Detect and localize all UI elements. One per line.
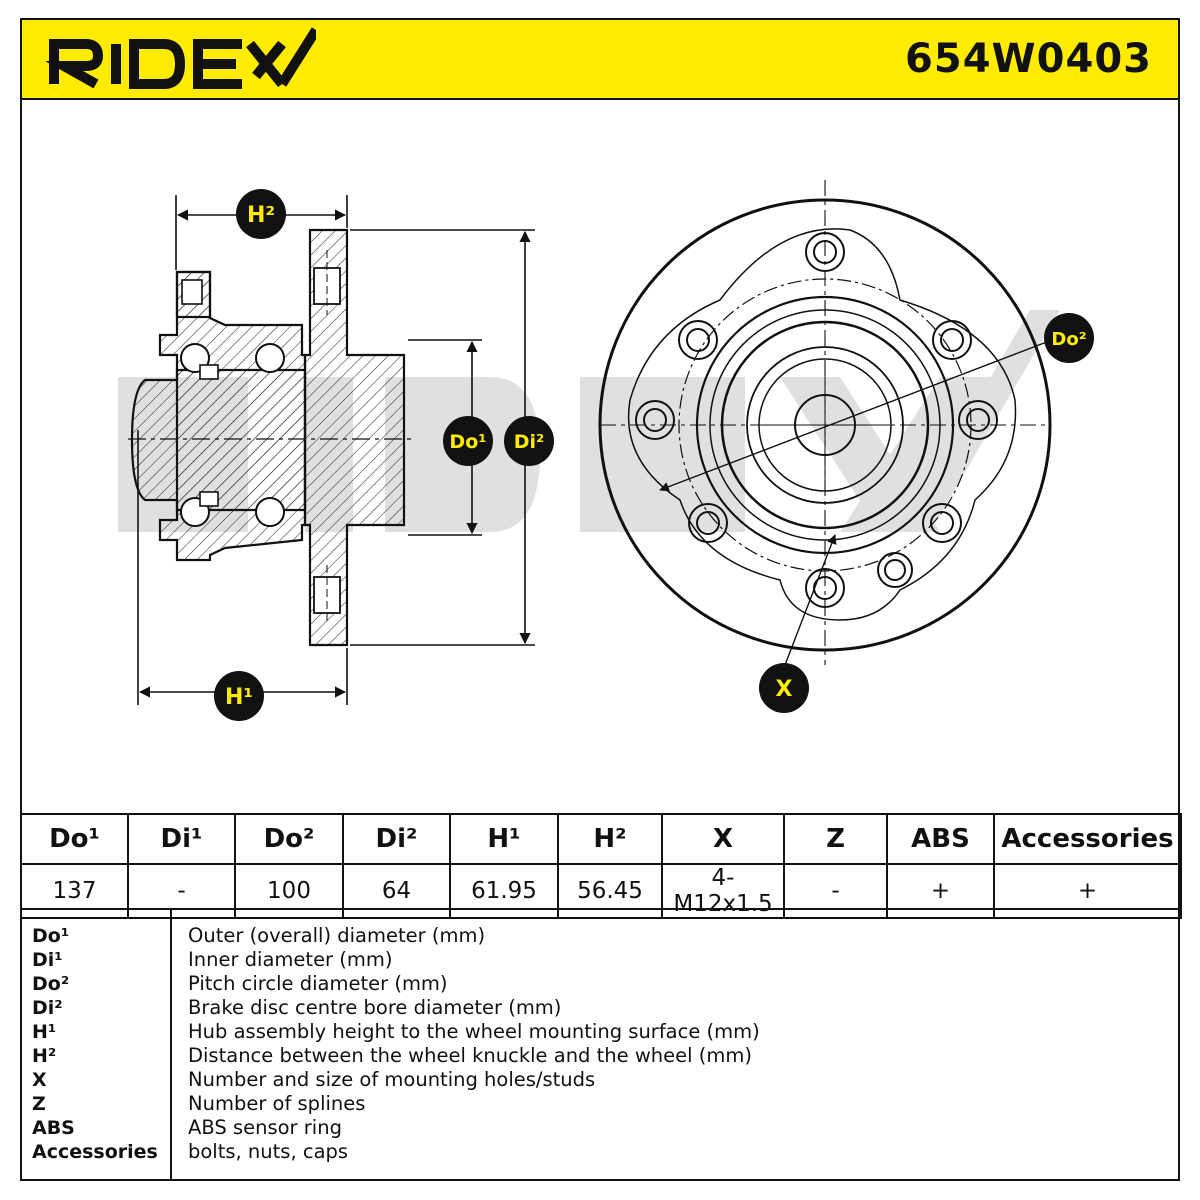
header-x: X (661, 813, 785, 865)
legend-key: H¹ (32, 1021, 57, 1043)
header-di1: Di¹ (127, 813, 236, 865)
face-view (598, 180, 1053, 666)
svg-text:X: X (776, 677, 793, 702)
legend-key: Di² (32, 997, 63, 1019)
legend-divider (170, 910, 172, 1179)
svg-text:Di²: Di² (514, 431, 545, 453)
legend-desc: Number and size of mounting holes/studs (188, 1068, 596, 1091)
legend-key: Do² (32, 973, 70, 995)
legend-desc: bolts, nuts, caps (188, 1140, 349, 1163)
legend-desc: ABS sensor ring (188, 1116, 342, 1139)
legend-key: ABS (32, 1117, 75, 1139)
header-h2: H² (557, 813, 663, 865)
header-z: Z (783, 813, 888, 865)
legend-desc: Outer (overall) diameter (mm) (188, 924, 486, 947)
legend-keys: Do¹ Di¹ Do² Di² H¹ H² X Z ABS Accessorie… (32, 924, 158, 1164)
header-abs: ABS (886, 813, 995, 865)
legend-desc: Hub assembly height to the wheel mountin… (188, 1020, 760, 1043)
ridex-logo (46, 27, 316, 89)
legend-key: H² (32, 1045, 57, 1067)
legend-key: Accessories (32, 1141, 158, 1163)
spec-header-row: Do¹ Di¹ Do² Di² H¹ H² X Z ABS Accessorie… (20, 813, 1182, 865)
legend-desc: Inner diameter (mm) (188, 948, 393, 971)
callout-do1: Do¹ (443, 416, 493, 466)
callout-h2: H² (236, 189, 286, 239)
svg-text:H¹: H¹ (225, 685, 253, 710)
header-accessories: Accessories (993, 813, 1182, 865)
svg-text:Do¹: Do¹ (449, 431, 486, 453)
header-banner: 654W0403 (20, 18, 1180, 100)
legend-key: Do¹ (32, 925, 70, 947)
header-di2: Di² (342, 813, 451, 865)
svg-text:H²: H² (247, 203, 275, 228)
legend-box: Do¹ Di¹ Do² Di² H¹ H² X Z ABS Accessorie… (20, 908, 1180, 1181)
svg-text:Do²: Do² (1051, 329, 1086, 350)
header-do2: Do² (234, 813, 344, 865)
legend-desc: Pitch circle diameter (mm) (188, 972, 448, 995)
callout-do2: Do² (1044, 313, 1094, 363)
legend-desc: Brake disc centre bore diameter (mm) (188, 996, 562, 1019)
legend-key: X (32, 1069, 47, 1091)
cross-section-view (128, 228, 415, 647)
header-h1: H¹ (449, 813, 559, 865)
legend-desc: Number of splines (188, 1092, 366, 1115)
legend-descriptions: Outer (overall) diameter (mm) Inner diam… (188, 924, 760, 1164)
callout-di2: Di² (504, 416, 554, 466)
legend-key: Z (32, 1093, 46, 1115)
legend-desc: Distance between the wheel knuckle and t… (188, 1044, 752, 1067)
technical-drawing: H² H¹ Do¹ Di² Do² X (118, 180, 1094, 721)
spec-table: Do¹ Di¹ Do² Di² H¹ H² X Z ABS Accessorie… (20, 813, 1182, 919)
part-number: 654W0403 (905, 36, 1152, 82)
callout-h1: H¹ (214, 671, 264, 721)
header-do1: Do¹ (20, 813, 129, 865)
callout-x: X (759, 663, 809, 713)
legend-key: Di¹ (32, 949, 63, 971)
